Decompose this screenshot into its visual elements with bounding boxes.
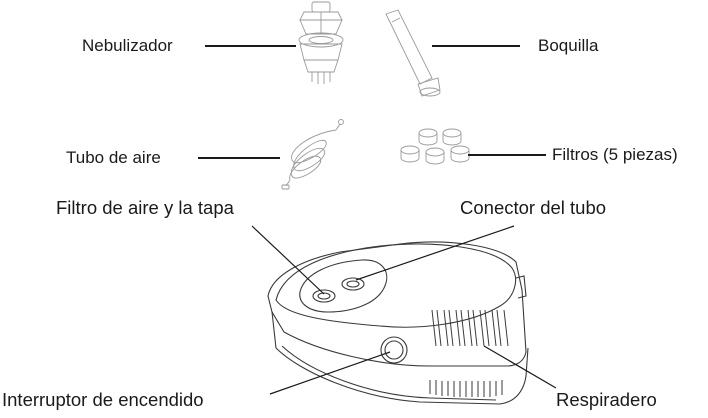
label-interruptor: Interruptor de encendido xyxy=(2,389,204,410)
leader-lines xyxy=(198,45,546,159)
label-nebulizador: Nebulizador xyxy=(82,36,173,55)
label-conector-del-tubo: Conector del tubo xyxy=(460,197,607,218)
label-boquilla: Boquilla xyxy=(538,36,599,55)
label-filtro-de-aire-tapa: Filtro de aire y la tapa xyxy=(56,197,234,218)
pointer-lines xyxy=(251,225,557,395)
label-respiradero: Respiradero xyxy=(556,389,657,410)
compressor-drawing xyxy=(267,241,529,405)
air-tube-drawing xyxy=(281,119,344,190)
label-tubo-de-aire: Tubo de aire xyxy=(66,148,161,167)
nebulizer-drawing xyxy=(298,1,344,84)
label-filtros: Filtros (5 piezas) xyxy=(552,145,678,164)
filters-drawing xyxy=(400,128,470,165)
mouthpiece-drawing xyxy=(385,9,441,97)
